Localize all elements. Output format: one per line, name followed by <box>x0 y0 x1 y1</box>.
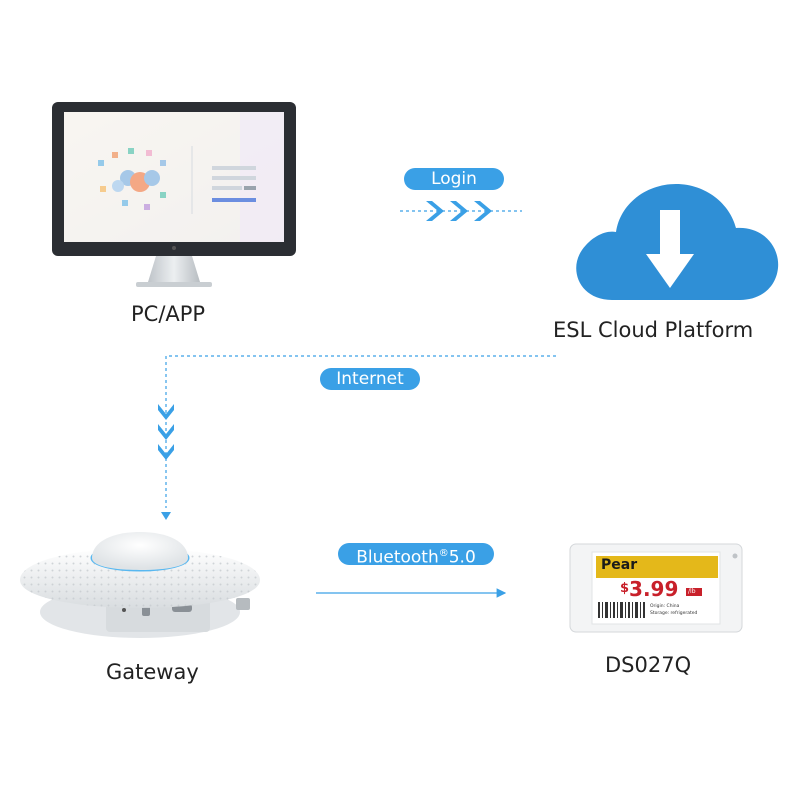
registered-mark: ® <box>438 548 449 559</box>
gateway-device-icon <box>20 532 260 638</box>
login-pill-label: Login <box>431 169 477 189</box>
cloud-download-icon <box>576 184 779 300</box>
bluetooth-pill-label: Bluetooth <box>356 547 439 568</box>
bluetooth-version: 5.0 <box>448 547 476 568</box>
barcode-icon <box>598 602 645 618</box>
tag-unit: /lb <box>688 588 696 595</box>
bluetooth-pill: Bluetooth®5.0 <box>338 543 494 568</box>
tag-price-row: $3.99 <box>620 577 678 601</box>
internet-pill: Internet <box>320 368 420 390</box>
pc-monitor-icon <box>52 102 296 287</box>
tag-label: DS027Q <box>605 653 692 677</box>
internet-connector <box>158 355 556 520</box>
tag-currency: $ <box>620 581 630 596</box>
pc-label: PC/APP <box>131 302 206 326</box>
login-connector <box>400 201 522 221</box>
gateway-label: Gateway <box>106 660 199 684</box>
tag-product-name: Pear <box>601 557 638 573</box>
cloud-label: ESL Cloud Platform <box>553 318 754 342</box>
tag-detail-1: Origin: China <box>650 604 680 609</box>
login-pill: Login <box>404 168 504 190</box>
tag-price: 3.99 <box>629 577 679 601</box>
tag-detail-2: Storage: refrigerated <box>650 611 698 616</box>
esl-tag-device <box>569 543 743 633</box>
internet-pill-label: Internet <box>336 369 404 389</box>
